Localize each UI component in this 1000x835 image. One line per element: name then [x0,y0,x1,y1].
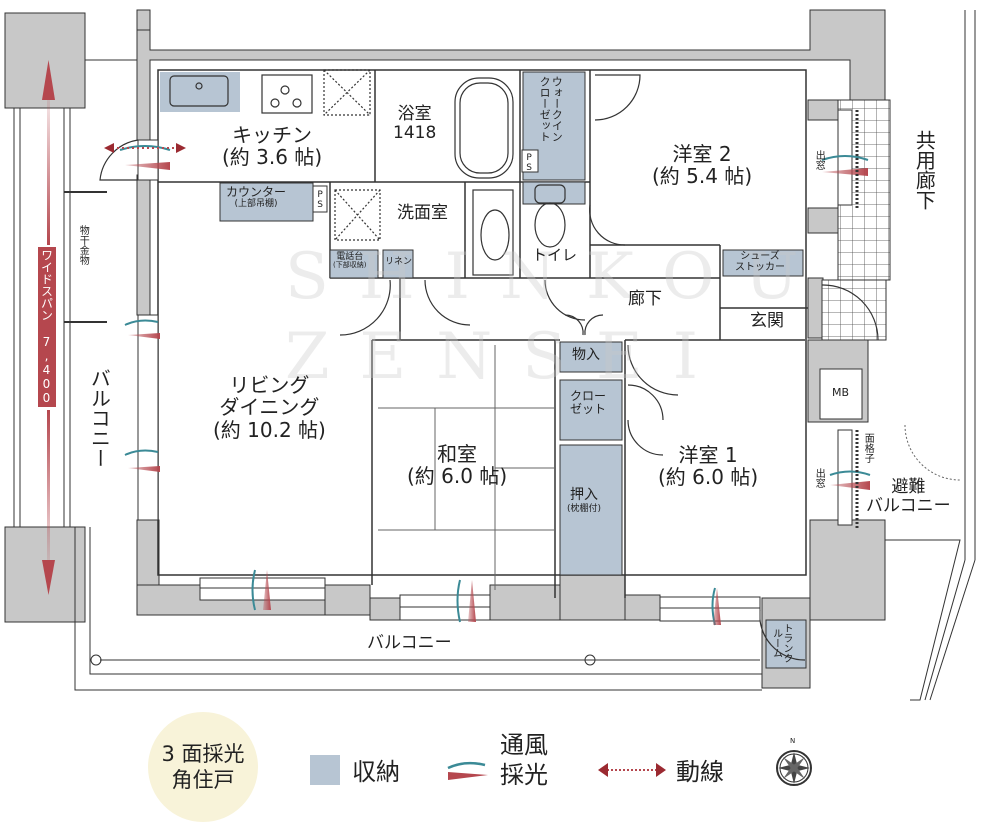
oshiire-note: (枕棚付) [567,503,602,514]
japanese-room-name: 和室 [437,442,478,466]
western1-name: 洋室 1 [678,443,738,467]
balcony-outline [74,10,976,701]
ps-label-2: PS [524,153,535,173]
western2-label: 洋室 2 (約 5.4 帖) [652,143,752,188]
side-balcony-label: バルコニー [87,368,112,468]
walk-in-closet-label: ウォークイン クローゼット [538,76,564,142]
bath-name: 浴室 [397,104,432,124]
tatami-lines [378,345,555,590]
legend-storage: 収納 [352,758,400,786]
exterior-walls [136,9,886,689]
western1-label: 洋室 1 (約 6.0 帖) [658,444,758,489]
mb-label: MB [832,386,850,399]
storeroom-label: 物入 [572,347,600,363]
bay-window-label-1: 出窓 [813,150,825,170]
living-dining-label: リビング ダイニング (約 10.2 帖) [213,373,326,442]
oshiire-name: 押入 [570,487,599,503]
kitchen-fixtures [169,69,381,241]
badge-line1: 3 面採光 [161,741,245,766]
dining-name: ダイニング [219,395,320,420]
compass-north-label: N [790,737,796,745]
legend-ventilation-lighting: 通風 採光 [500,730,548,790]
ps-boxes [312,149,539,213]
shoe-stocker-label: シューズ ストッカー [735,251,785,273]
counter-label: カウンター (上部吊棚) [226,185,287,210]
trunk-room-line1: トランク [781,623,792,663]
hallway-label: 廊下 [628,289,662,309]
badge-line2: 角住戸 [171,768,235,792]
trunk-room-line2: ルーム [770,628,782,658]
ps-label-1: PS [315,190,326,210]
linen-label: リネン [385,257,413,267]
shoe-stocker-line1: シューズ [740,251,780,262]
japanese-room-size: (約 6.0 帖) [407,464,508,489]
living-size: (約 10.2 帖) [213,417,326,442]
bay-window-label-2: 出窓 [813,468,825,488]
western2-name: 洋室 2 [672,142,732,166]
walk-in-closet-line2: クローゼット [538,76,552,142]
counter-name: カウンター [226,185,287,199]
watermark-line2: ZENSEI [285,320,729,394]
bath-label: 浴室 1418 [393,104,437,144]
evacuation-balcony-name: 避難 [891,477,926,497]
kitchen-size: (約 3.6 帖) [222,145,323,170]
storage-swatch-icon [310,755,340,785]
closet-label: クロー ゼット [570,389,607,417]
entrance-label: 玄関 [750,311,784,331]
western1-size: (約 6.0 帖) [658,465,759,490]
dimension-arrow [42,60,55,595]
washroom-label: 洗面室 [397,203,448,223]
closet-line2: ゼット [570,402,607,417]
legend-lighting: 採光 [500,761,548,789]
main-balcony-label: バルコニー [367,633,452,653]
watermark-line1: SHINKOU [285,240,829,314]
kitchen-name: キッチン [232,123,313,147]
lattice-label: 面格子 [862,433,874,463]
legend-circulation: 動線 [676,758,724,786]
phone-stand-name: 電話台 [336,252,364,262]
evacuation-hatch [904,424,961,481]
kitchen-label: キッチン (約 3.6 帖) [222,124,322,169]
western2-size: (約 5.4 帖) [652,164,753,189]
bath-size: 1418 [393,123,437,144]
legend-ventilation: 通風 [500,731,548,759]
legend-graphics [447,750,812,786]
left-pillars [4,12,137,623]
trunk-room-label: トランク ルーム [770,623,793,663]
circulation-arrow [104,143,186,153]
phone-stand-note: (下部収納) [333,261,367,270]
storage-areas [160,71,807,669]
japanese-room-label: 和室 (約 6.0 帖) [407,443,507,488]
phone-stand-label: 電話台 (下部収納) [333,252,366,270]
corner-unit-badge: 3 面採光 角住戸 [148,712,258,822]
counter-note: (上部吊棚) [234,199,278,210]
oshiire-label: 押入 (枕棚付) [567,487,602,514]
living-name: リビング [229,373,310,397]
evacuation-balcony-label: 避難 バルコニー [866,477,951,517]
shoe-stocker-line2: ストッカー [735,262,785,274]
closet-line1: クロー [570,389,607,403]
drying-rack-label: 物干金物 [77,225,89,265]
common-corridor-label: 共用廊下 [912,130,937,210]
bath-fixtures [454,77,566,276]
toilet-label: トイレ [532,246,578,264]
walk-in-closet-line1: ウォークイン [550,76,564,142]
wide-span-dimension: ワイドスパン 7,400 [38,247,56,407]
door-swings [99,74,879,661]
evacuation-balcony-type: バルコニー [866,496,951,517]
